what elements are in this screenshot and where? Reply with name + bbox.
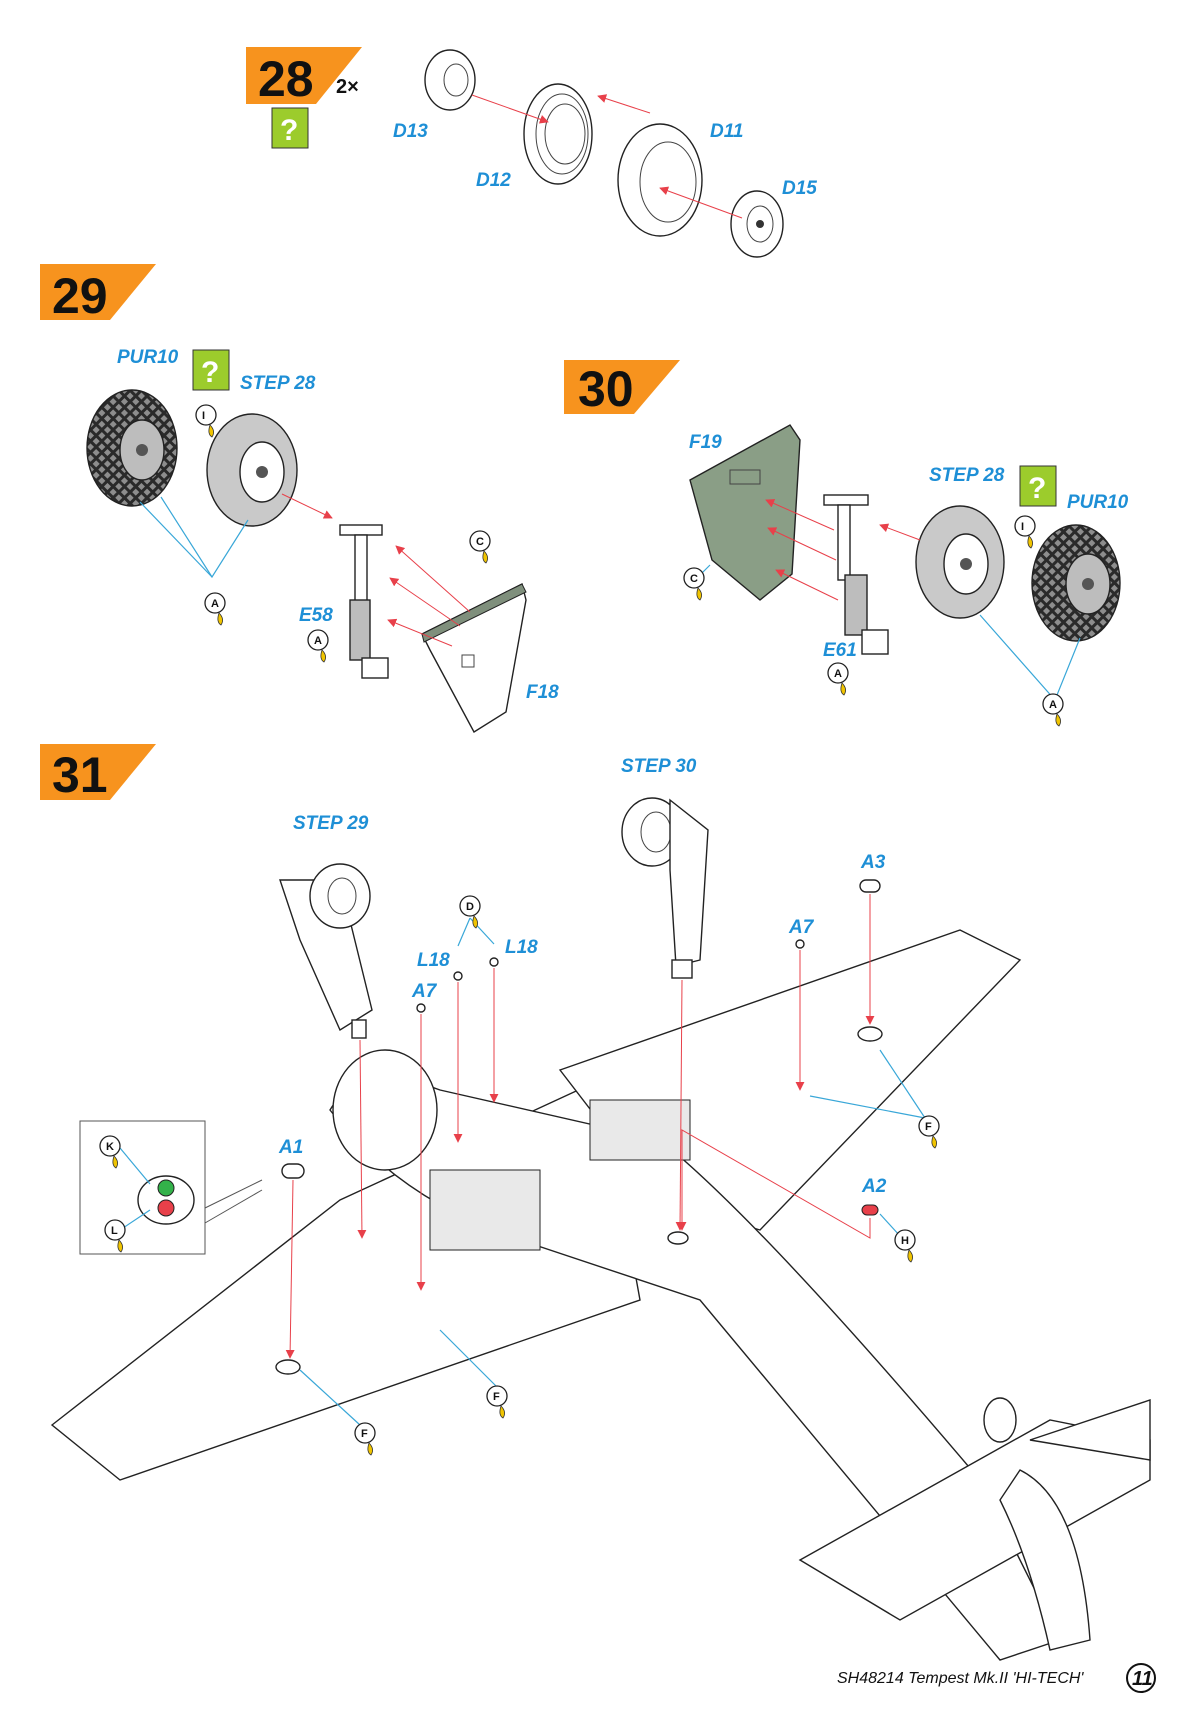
- svg-text:L: L: [111, 1225, 118, 1237]
- part-a3: [859, 879, 881, 893]
- glue-icon: A: [204, 592, 226, 626]
- step-30-banner: [564, 360, 680, 414]
- question-icon: ?: [271, 107, 309, 149]
- label-pur10-30: PUR10: [1067, 492, 1129, 513]
- svg-text:A: A: [1049, 699, 1057, 711]
- label-e58: E58: [299, 605, 333, 626]
- part-d13: [424, 49, 476, 111]
- label-l18-left: L18: [417, 950, 450, 971]
- part-f18-door: [421, 582, 527, 733]
- step-31-banner: [40, 744, 156, 800]
- step-30: 30 F19 STEP 28 ? PUR10: [564, 360, 1129, 727]
- svg-text:I: I: [202, 410, 205, 422]
- glue-icon: K: [99, 1135, 121, 1169]
- svg-text:C: C: [476, 536, 484, 548]
- part-d12: [523, 83, 593, 185]
- svg-text:I: I: [1021, 521, 1024, 533]
- label-l18-right: L18: [505, 937, 538, 958]
- part-pur10-wheel-30: [1031, 524, 1121, 642]
- svg-text:?: ?: [201, 356, 219, 389]
- label-a7-right: A7: [788, 917, 815, 938]
- label-a2: A2: [861, 1176, 887, 1197]
- label-f19: F19: [689, 432, 722, 453]
- label-step29: STEP 29: [293, 813, 369, 834]
- label-e61: E61: [823, 640, 857, 661]
- step-29-banner: [40, 264, 156, 320]
- part-step28-wheel-29: [206, 413, 298, 527]
- label-pur10-29: PUR10: [117, 347, 179, 368]
- glue-icon: I: [195, 404, 217, 438]
- svg-text:A: A: [834, 668, 842, 680]
- part-e61-leg: [823, 494, 889, 655]
- svg-text:K: K: [106, 1141, 114, 1153]
- footer-text: SH48214 Tempest Mk.II 'HI-TECH': [837, 1670, 1084, 1687]
- svg-text:A: A: [314, 635, 322, 647]
- label-d15: D15: [782, 178, 817, 199]
- label-d11: D11: [710, 121, 743, 142]
- svg-text:C: C: [690, 573, 698, 585]
- question-icon: ?: [1019, 465, 1057, 507]
- glue-icon: D: [459, 895, 481, 929]
- part-l18-left: [453, 971, 463, 981]
- glue-icon: C: [469, 530, 491, 564]
- part-step28-wheel-30: [915, 505, 1005, 619]
- step-31: 31 STEP 29 STEP 30 A3 A7 A7 L18 L18 A1 A…: [40, 744, 1151, 1661]
- svg-text:?: ?: [1028, 472, 1046, 505]
- label-a1: A1: [278, 1137, 303, 1158]
- part-pur10-wheel: [86, 389, 178, 507]
- page-number: 11: [1132, 1668, 1153, 1690]
- svg-text:?: ?: [280, 114, 298, 147]
- glue-icon: A: [307, 629, 329, 663]
- glue-icon: I: [1014, 515, 1036, 549]
- glue-icon: L: [104, 1219, 126, 1253]
- step-28: 28 2× ? D13 D12 D11 D15: [246, 47, 817, 258]
- label-step30: STEP 30: [621, 756, 697, 777]
- label-a3: A3: [860, 852, 886, 873]
- label-step28-30: STEP 28: [929, 465, 1005, 486]
- glue-icon: F: [918, 1115, 940, 1149]
- label-d12: D12: [476, 170, 511, 191]
- label-f18: F18: [526, 682, 559, 703]
- glue-icon: F: [354, 1422, 376, 1456]
- step-29-number: 29: [52, 268, 108, 324]
- part-a1: [281, 1163, 305, 1179]
- step-29: 29 PUR10 ? STEP 28: [40, 264, 559, 733]
- glue-icon: H: [894, 1229, 916, 1263]
- step30-subassembly: [621, 797, 709, 979]
- part-d15: [730, 190, 784, 258]
- svg-text:H: H: [901, 1235, 909, 1247]
- glue-icon: A: [1042, 693, 1064, 727]
- part-l18-right: [489, 957, 499, 967]
- glue-icon: A: [827, 662, 849, 696]
- step-28-multiplier: 2×: [336, 76, 359, 98]
- label-d13: D13: [393, 121, 428, 142]
- question-icon: ?: [192, 349, 230, 391]
- page-number-circle: [1126, 1663, 1156, 1693]
- glue-icon: C: [683, 567, 705, 601]
- part-a7-right: [795, 939, 805, 949]
- part-f19-door: [689, 424, 801, 601]
- page-footer: SH48214 Tempest Mk.II 'HI-TECH' 11: [837, 1663, 1156, 1693]
- aircraft-airframe: [50, 929, 1151, 1661]
- label-step28-29: STEP 28: [240, 373, 316, 394]
- svg-text:A: A: [211, 598, 219, 610]
- svg-text:F: F: [361, 1428, 368, 1440]
- step-28-banner: [246, 47, 362, 104]
- svg-text:F: F: [925, 1121, 932, 1133]
- step-28-number: 28: [258, 51, 314, 107]
- part-e58-leg: [339, 524, 389, 679]
- step-30-number: 30: [578, 361, 634, 417]
- part-d11: [617, 123, 703, 237]
- glue-icon: F: [486, 1385, 508, 1419]
- part-a7-left: [416, 1003, 426, 1013]
- step-31-number: 31: [52, 747, 108, 803]
- label-a7-left: A7: [411, 981, 438, 1002]
- step29-subassembly: [279, 863, 373, 1039]
- svg-text:F: F: [493, 1391, 500, 1403]
- part-a2: [861, 1204, 879, 1216]
- svg-text:D: D: [466, 901, 474, 913]
